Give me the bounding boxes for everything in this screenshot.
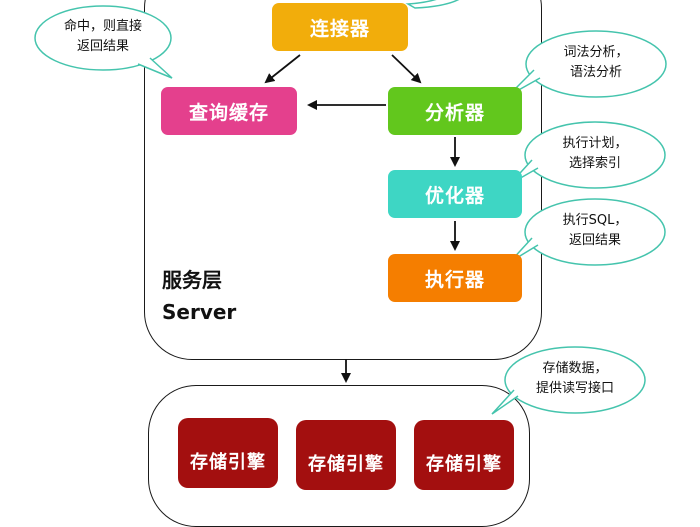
server-layer-label: 服务层 Server: [162, 264, 236, 328]
storage-engine-box: 存储引擎: [178, 418, 278, 488]
callout-line: 执行计划，: [562, 136, 628, 151]
callout-line: 词法分析，: [563, 45, 629, 60]
storage-engine-box: 存储引擎: [296, 420, 396, 490]
diagram-connectors: [34, 0, 667, 415]
arrow-connector-to-cache: [264, 54, 301, 84]
optimizer-box: 优化器: [388, 170, 522, 218]
query-cache-box: 查询缓存: [161, 87, 297, 135]
callout-line: 命中，则直接: [63, 19, 142, 34]
callout-analyzer: 词法分析， 语法分析: [544, 43, 648, 83]
callout-bubble-top-partial: [405, 0, 460, 9]
callout-line: 语法分析: [569, 65, 622, 80]
callout-line: 选择索引: [568, 156, 621, 171]
architecture-diagram: 连接器 查询缓存 分析器 优化器 执行器 服务层 Server 存储引擎 存储引…: [34, 0, 667, 527]
analyzer-box: 分析器: [388, 87, 522, 135]
callout-line: 执行SQL，: [562, 213, 628, 228]
callout-line: 提供读写接口: [535, 381, 614, 396]
callout-executor: 执行SQL， 返回结果: [543, 211, 647, 251]
storage-engine-box: 存储引擎: [414, 420, 514, 490]
server-layer-label-cn: 服务层: [162, 268, 222, 292]
callout-line: 存储数据，: [542, 361, 608, 376]
callout-storage: 存储数据， 提供读写接口: [518, 359, 632, 399]
callout-optimizer: 执行计划， 选择索引: [543, 134, 647, 174]
callout-cache-hit: 命中，则直接 返回结果: [50, 17, 156, 57]
connector-box: 连接器: [272, 3, 408, 51]
callout-line: 返回结果: [76, 39, 129, 54]
executor-box: 执行器: [388, 254, 522, 302]
callout-line: 返回结果: [568, 233, 621, 248]
arrow-connector-to-analyzer: [391, 54, 422, 84]
callout-bubble-cache-hit: [34, 5, 173, 79]
callout-bubble-storage: [491, 346, 646, 415]
server-layer-label-en: Server: [162, 300, 237, 324]
